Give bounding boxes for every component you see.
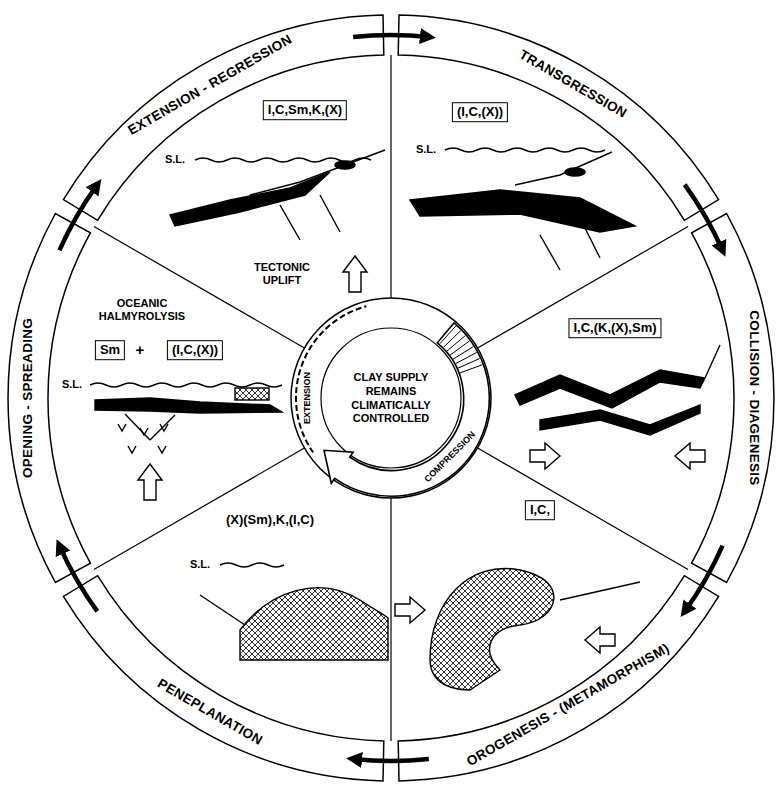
clay-box: I,C,(K,(X),Sm): [568, 318, 661, 338]
clay-minerals: I,C,: [530, 502, 550, 518]
fault-line: [540, 228, 600, 270]
cycle-arrow: [353, 759, 429, 761]
stage-band: [692, 214, 774, 583]
clay-minerals: (X)(Sm),K,(I,C): [226, 512, 314, 528]
compression-hatch: [440, 326, 456, 344]
clay-box: (I,C,(X)): [452, 102, 508, 122]
inner-ring: [291, 298, 491, 498]
core-text: CLAY SUPPLY REMAINS CLIMATICALLY CONTROL…: [336, 371, 446, 426]
stage-band-title: OROGENESIS - (METAMORPHISM): [464, 641, 672, 770]
folded-layer: [515, 370, 705, 408]
regime-label: EXTENSION: [302, 372, 313, 424]
stage-title: TRANSGRESSION: [516, 46, 629, 120]
stage-band: [398, 15, 718, 220]
sediment-lens: [565, 168, 585, 176]
stage-band: [63, 15, 383, 220]
fault-line: [280, 195, 340, 240]
compression-hatch: [460, 365, 483, 373]
core-circle: [321, 328, 461, 468]
sea-level-label: S.L.: [165, 153, 185, 166]
compression-arrow: [675, 443, 705, 469]
regime-label: COMPRESSION: [423, 430, 478, 485]
stage-band-title: COLLISION - DIAGENESIS: [746, 310, 762, 485]
stage-title: COLLISION - DIAGENESIS: [746, 310, 762, 485]
cycle-arrow: [353, 35, 429, 37]
sector-divider: [478, 448, 688, 570]
coast-line: [705, 345, 720, 378]
cycle-arrow: [59, 546, 97, 612]
cycle-arrow: [685, 185, 723, 251]
sea-level-wave: [445, 148, 605, 152]
plus-sign: +: [136, 341, 145, 359]
carbonate-block: [235, 388, 269, 400]
stage-title: EXTENSION - REGRESSION: [126, 32, 295, 139]
sediment-wedge: [410, 190, 635, 232]
compression-arrow: [395, 597, 425, 623]
coast-line: [515, 152, 612, 185]
stage-band-title: PENEPLANATION: [154, 676, 264, 749]
compression-hatch: [444, 331, 461, 348]
compression-arrow: [530, 443, 560, 469]
sea-floor: [200, 595, 245, 625]
clay-minerals: Sm: [100, 342, 120, 358]
process-note: OCEANIC HALMYROLYSIS: [86, 297, 198, 323]
stage-title: PENEPLANATION: [154, 676, 264, 749]
uplift-arrow: [343, 256, 367, 292]
sector-divider: [94, 448, 304, 570]
stage-band-title: TRANSGRESSION: [516, 46, 629, 120]
sector-divider: [478, 227, 688, 349]
clay-box: Sm: [95, 340, 125, 360]
core-node: CLAY SUPPLY REMAINS CLIMATICALLY CONTROL…: [336, 371, 446, 426]
clay-minerals: I,C,(K,(X),Sm): [573, 320, 656, 336]
fold-nappe: [430, 568, 554, 690]
compression-arrow: [585, 627, 615, 653]
sea-level-wave: [220, 563, 284, 567]
compression-hatch: [450, 341, 469, 355]
sea-level-label: S.L.: [190, 558, 210, 571]
clay-box: (I,C,(X)): [167, 340, 223, 360]
rift-line: [125, 414, 175, 440]
compression-hatch: [447, 336, 465, 351]
compression-hatch: [453, 347, 473, 360]
wheel-frame: [8, 15, 774, 781]
compression-hatch: [455, 352, 476, 363]
sediment-lens: [335, 161, 355, 169]
clay-minerals: (I,C,(X)): [172, 342, 218, 358]
stage-title: OPENING - SPREADING: [20, 318, 36, 478]
stage-band: [8, 214, 90, 583]
sector-divider: [94, 227, 304, 349]
clay-box: I,C,Sm,K,(X): [263, 100, 347, 120]
eroded-relief: [240, 588, 388, 660]
sediment-wedge: [170, 172, 330, 226]
relief-line: [560, 582, 640, 600]
stage-title: OROGENESIS - (METAMORPHISM): [464, 641, 672, 770]
volcanic-mark: [118, 424, 168, 453]
upwelling-arrow: [138, 464, 162, 500]
sea-level-label: S.L.: [62, 378, 82, 391]
compression-band: [324, 323, 489, 496]
stage-band-title: OPENING - SPREADING: [20, 318, 36, 478]
sea-level-label: S.L.: [416, 143, 436, 156]
cross-sections: [90, 148, 720, 690]
cycle-arrow: [59, 185, 97, 251]
sector-divider: [390, 498, 391, 741]
process-note: TECTONIC UPLIFT: [243, 261, 321, 287]
stage-band-title: EXTENSION - REGRESSION: [126, 32, 295, 139]
clay-minerals: I,C,Sm,K,(X): [268, 102, 342, 118]
sector-divider: [390, 55, 391, 298]
cycle-arrow: [685, 546, 723, 612]
sea-level-wave: [90, 383, 282, 387]
folded-layer: [540, 405, 700, 435]
clay-box: I,C,: [525, 500, 555, 520]
coast-line: [250, 150, 385, 195]
clay-minerals: (I,C,(X)): [457, 104, 503, 120]
